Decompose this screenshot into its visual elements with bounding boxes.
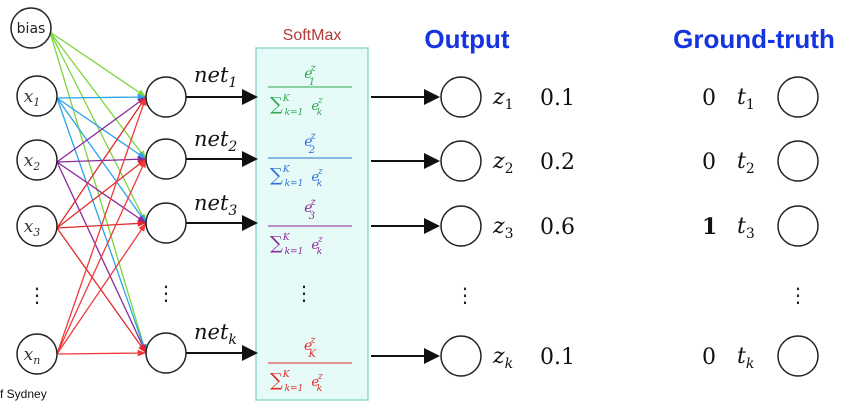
hidden-node-2 (145, 138, 187, 180)
input-node-xn (16, 333, 58, 375)
edge-arrowhead-xn-to-hidden-3 (138, 223, 146, 232)
edge-arrowhead-x3-to-hidden-2 (137, 159, 146, 167)
ground-truth-header: Ground-truth (673, 24, 835, 54)
softmax-box (255, 47, 369, 401)
gt-label-t1: t1 (737, 85, 755, 113)
output-node-k (440, 335, 482, 377)
output-value-2: 0.2 (540, 150, 575, 175)
input-hidden-connections (49, 31, 147, 357)
edge-arrowhead-xn-to-hidden-1 (140, 97, 147, 106)
edge-x1-to-hidden-2 (56, 97, 147, 160)
edge-arrowhead-x3-to-hidden-k (138, 344, 146, 353)
edge-arrowhead-x3-to-hidden-3 (137, 220, 146, 227)
net-labels: net1 net2 net3 netk (194, 63, 237, 348)
footer-text: f Sydney (0, 387, 47, 401)
output-label-z2: z2 (492, 149, 514, 177)
gt-node-k (777, 335, 819, 377)
edge-x2-to-hidden-1 (56, 96, 147, 163)
edge-xn-to-hidden-3 (56, 222, 147, 355)
softmax-title: SoftMax (283, 27, 342, 44)
edge-xn-to-hidden-k (56, 352, 147, 355)
output-node-2 (440, 140, 482, 182)
output-value-k: 0.1 (540, 345, 575, 370)
hidden-layer: ⋮ (145, 76, 187, 374)
gt-node-3 (777, 205, 819, 247)
input-label-x3: x3 (24, 217, 41, 239)
gt-value-1: 0 (702, 86, 716, 111)
edge-xn-to-hidden-2 (56, 158, 147, 355)
output-value-1: 0.1 (540, 86, 575, 111)
input-layer: bias x1 x2 x3 ⋮ xn (10, 7, 58, 375)
input-node-x1 (16, 75, 58, 117)
hidden-node-3 (145, 202, 187, 244)
output-vdots: ⋮ (455, 283, 475, 307)
edge-x2-to-hidden-2 (56, 158, 147, 163)
edge-bias-to-hidden-1 (49, 31, 147, 98)
hidden-node-1 (145, 76, 187, 118)
edge-x3-to-hidden-k (56, 227, 147, 354)
hidden-node-k (145, 332, 187, 374)
edge-xn-to-hidden-1 (56, 96, 147, 355)
output-layer: z1 0.1 z2 0.2 z3 0.6 ⋮ zk 0.1 (440, 76, 575, 377)
output-label-z3: z3 (492, 214, 514, 242)
output-node-1 (440, 76, 482, 118)
input-label-xn: xn (24, 345, 41, 367)
ground-truth-layer: 0 t1 0 t2 1 t3 ⋮ 0 tk (702, 76, 819, 377)
gt-node-2 (777, 140, 819, 182)
net-label-3: net3 (194, 191, 237, 219)
output-label-zk: zk (492, 344, 513, 372)
edge-x2-to-hidden-3 (56, 161, 147, 224)
bias-node (10, 7, 52, 49)
gt-vdots: ⋮ (788, 283, 808, 307)
edge-x1-to-hidden-1 (56, 96, 147, 99)
gt-value-k: 0 (702, 345, 716, 370)
net-vdots: ⋮ (294, 281, 314, 305)
input-label-x2: x2 (24, 151, 41, 173)
gt-label-t2: t2 (737, 149, 755, 177)
gt-label-t3: t3 (737, 214, 755, 242)
edge-bias-to-hidden-3 (49, 31, 147, 224)
output-label-z1: z1 (492, 85, 514, 113)
gt-label-tk: tk (737, 344, 754, 372)
bias-label: bias (17, 21, 46, 37)
net-arrows: ⋮ (186, 89, 314, 361)
edge-arrowhead-xn-to-hidden-2 (139, 159, 146, 168)
gt-node-1 (777, 76, 819, 118)
edge-bias-to-hidden-2 (49, 31, 147, 160)
edge-x3-to-hidden-1 (56, 96, 147, 229)
hidden-vdots: ⋮ (156, 281, 176, 305)
gt-value-3: 1 (702, 214, 717, 240)
input-label-x1: x1 (24, 87, 41, 109)
net-label-k: netk (194, 320, 237, 348)
input-node-x3 (16, 205, 58, 247)
output-value-3: 0.6 (540, 215, 575, 240)
net-label-1: net1 (194, 63, 237, 91)
input-vdots: ⋮ (27, 283, 47, 307)
net-label-2: net2 (194, 127, 237, 155)
output-node-3 (440, 205, 482, 247)
input-node-x2 (16, 139, 58, 181)
gt-value-2: 0 (702, 150, 716, 175)
output-header: Output (424, 24, 510, 54)
edge-x3-to-hidden-2 (56, 158, 147, 229)
edge-bias-to-hidden-k (49, 31, 147, 354)
output-arrows (371, 89, 440, 364)
edge-arrowhead-xn-to-hidden-k (137, 349, 146, 357)
